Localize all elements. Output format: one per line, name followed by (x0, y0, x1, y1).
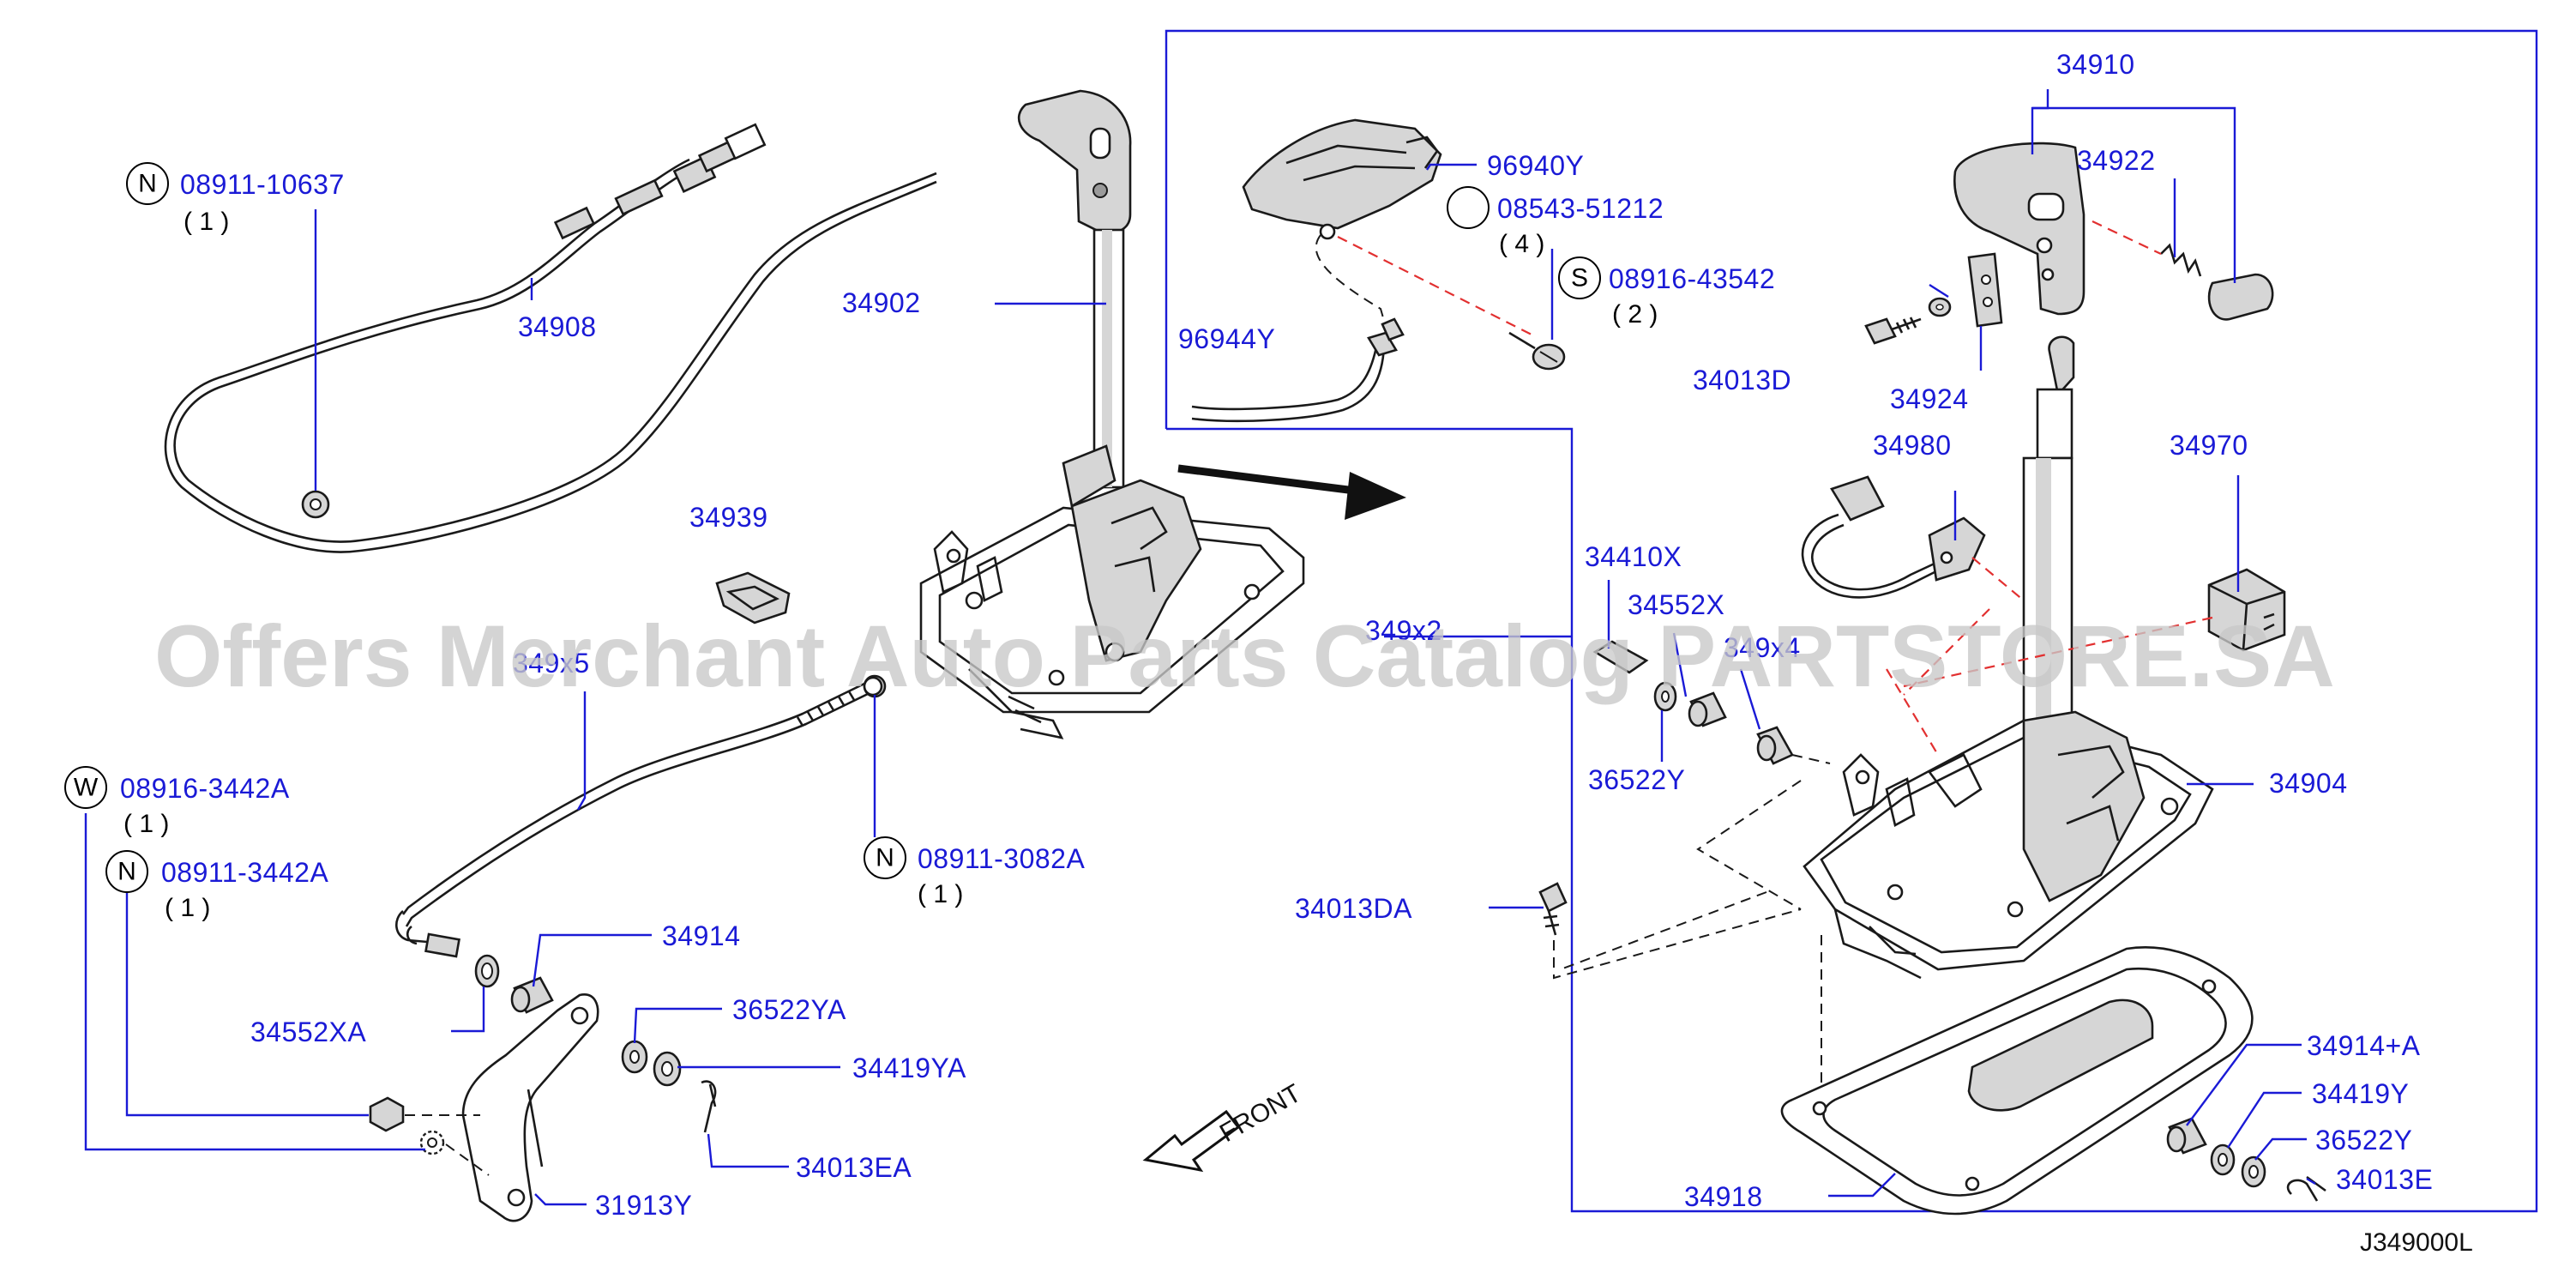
part-label-08543-51212[interactable]: 08543-51212 (1497, 193, 1664, 224)
detail-frame (1165, 29, 2538, 1213)
watermark: Offers Merchant Auto Parts Catalog PARTS… (154, 607, 2335, 705)
screw-34013D[interactable] (1864, 297, 1952, 345)
washer-36522Y[interactable] (1653, 681, 1677, 712)
part-label-34922[interactable]: 34922 (2077, 145, 2155, 176)
detail-arrow (1177, 464, 1406, 520)
qty-label: ( 1 ) (184, 208, 229, 236)
part-label-34419YA[interactable]: 34419YA (852, 1053, 966, 1083)
letter-n: N (876, 844, 894, 872)
part-label-34918[interactable]: 34918 (1684, 1181, 1762, 1212)
selector-34904[interactable] (1803, 335, 2214, 980)
part-label-96940Y[interactable]: 96940Y (1487, 150, 1584, 181)
part-label-36522Y[interactable]: 36522Y (1588, 764, 1685, 795)
plate-34918[interactable] (1780, 946, 2254, 1216)
part-label-08916-3442A[interactable]: 08916-3442A (120, 773, 290, 804)
part-label-08911-3082A[interactable]: 08911-3082A (918, 843, 1085, 874)
part-label-349x2[interactable]: 349x2 (1365, 615, 1442, 646)
rod-end-34410X[interactable] (1592, 640, 1649, 674)
letter-n: N (138, 170, 157, 198)
control-cable-34908[interactable] (164, 123, 937, 553)
harness-34980[interactable] (1801, 475, 1986, 599)
screw-08543-51212[interactable] (1508, 331, 1566, 371)
part-label-34013D[interactable]: 34013D (1693, 365, 1791, 395)
leader-lines (84, 89, 2316, 1206)
symbol-n-3 (864, 836, 906, 879)
part-labels: 08911-10637 ( 1 ) 34908 34902 34939 349x… (120, 49, 2433, 1221)
control-rod[interactable] (395, 674, 887, 958)
collar-34914[interactable] (510, 976, 554, 1014)
part-label-34910[interactable]: 34910 (2056, 49, 2134, 80)
part-label-36522YA[interactable]: 36522YA (732, 994, 846, 1025)
part-label-31913Y[interactable]: 31913Y (595, 1190, 692, 1221)
selector-assembly-34902[interactable] (919, 89, 1305, 739)
lock-washer-08916-3442A[interactable] (419, 1130, 445, 1155)
part-label-349x5[interactable]: 349x5 (513, 648, 590, 679)
diagram-code: J349000L (2360, 1228, 2473, 1257)
symbol-w-2 (1558, 256, 1601, 299)
letter-w: W (74, 774, 99, 802)
part-label-34552X[interactable]: 34552X (1628, 589, 1724, 620)
part-label-34924[interactable]: 34924 (1890, 383, 1968, 414)
part-label-34904[interactable]: 34904 (2269, 768, 2347, 799)
nut-08911-3082A[interactable] (863, 676, 883, 697)
symbol-n-1 (126, 162, 169, 205)
part-label-34552XA[interactable]: 34552XA (250, 1017, 366, 1047)
lamp-harness-96944Y[interactable] (1191, 317, 1405, 423)
nut-08911-3442A[interactable] (369, 1096, 405, 1132)
washer-34419YA[interactable] (653, 1051, 682, 1087)
symbol-n-2 (105, 850, 148, 893)
letter-n: N (117, 858, 136, 886)
washer-34419Y[interactable] (2210, 1143, 2236, 1176)
part-label-08916-43542[interactable]: 08916-43542 (1609, 263, 1775, 294)
cotter-pin-34013EA[interactable] (701, 1080, 717, 1133)
qty-label: ( 1 ) (123, 810, 169, 838)
switch-34970[interactable] (2207, 568, 2286, 652)
part-label-34939[interactable]: 34939 (689, 502, 767, 533)
washer-36522Y-lower[interactable] (2241, 1155, 2266, 1188)
part-label-34410X[interactable]: 34410X (1585, 541, 1682, 572)
collar-34914A[interactable] (2166, 1117, 2207, 1155)
part-label-34914[interactable]: 34914 (662, 920, 740, 951)
part-label-08911-3442A[interactable]: 08911-3442A (161, 857, 328, 888)
part-label-34908[interactable]: 34908 (518, 311, 596, 342)
part-label-34013EA[interactable]: 34013EA (796, 1152, 912, 1183)
washer-36522YA[interactable] (621, 1040, 648, 1074)
collar-349x4[interactable] (1756, 726, 1794, 765)
qty-label: ( 1 ) (165, 894, 210, 922)
part-label-34013DA[interactable]: 34013DA (1295, 893, 1412, 924)
cotter-pin-34013E[interactable] (2286, 1175, 2326, 1202)
screw-34013DA[interactable] (1538, 882, 1568, 936)
knob-button[interactable] (2207, 273, 2274, 321)
part-label-08911-10637[interactable]: 08911-10637 (180, 169, 345, 200)
lever-31913Y[interactable] (461, 993, 599, 1222)
part-label-34902[interactable]: 34902 (842, 287, 920, 318)
bushing-34552X[interactable] (1688, 691, 1727, 727)
qty-label: ( 1 ) (918, 880, 963, 908)
part-label-34914A[interactable]: 34914+A (2307, 1030, 2421, 1061)
part-label-36522Y-lower[interactable]: 36522Y (2315, 1125, 2412, 1155)
symbol-circles (64, 162, 1601, 893)
part-label-34419Y[interactable]: 34419Y (2312, 1078, 2409, 1109)
bushing-34552XA[interactable] (474, 954, 500, 988)
qty-label: ( 2 ) (1612, 300, 1658, 329)
part-label-34970[interactable]: 34970 (2170, 430, 2248, 461)
qty-label: ( 4 ) (1499, 230, 1544, 258)
part-label-96944Y[interactable]: 96944Y (1178, 323, 1275, 354)
spring-34922[interactable] (2160, 243, 2202, 277)
plate-34924[interactable] (1967, 252, 2003, 328)
part-label-34980[interactable]: 34980 (1873, 430, 1951, 461)
part-label-34013E[interactable]: 34013E (2336, 1164, 2433, 1195)
indicator-cover-96940Y[interactable] (1242, 118, 1442, 240)
letter-w: S (1571, 264, 1588, 293)
front-arrow (1142, 1109, 1241, 1173)
symbol-s-1 (1447, 186, 1490, 229)
part-label-349x4[interactable]: 349x4 (1724, 632, 1801, 663)
clip-34939[interactable] (715, 571, 791, 624)
knob-34910[interactable] (1953, 142, 2085, 316)
symbol-w-1 (64, 766, 107, 809)
